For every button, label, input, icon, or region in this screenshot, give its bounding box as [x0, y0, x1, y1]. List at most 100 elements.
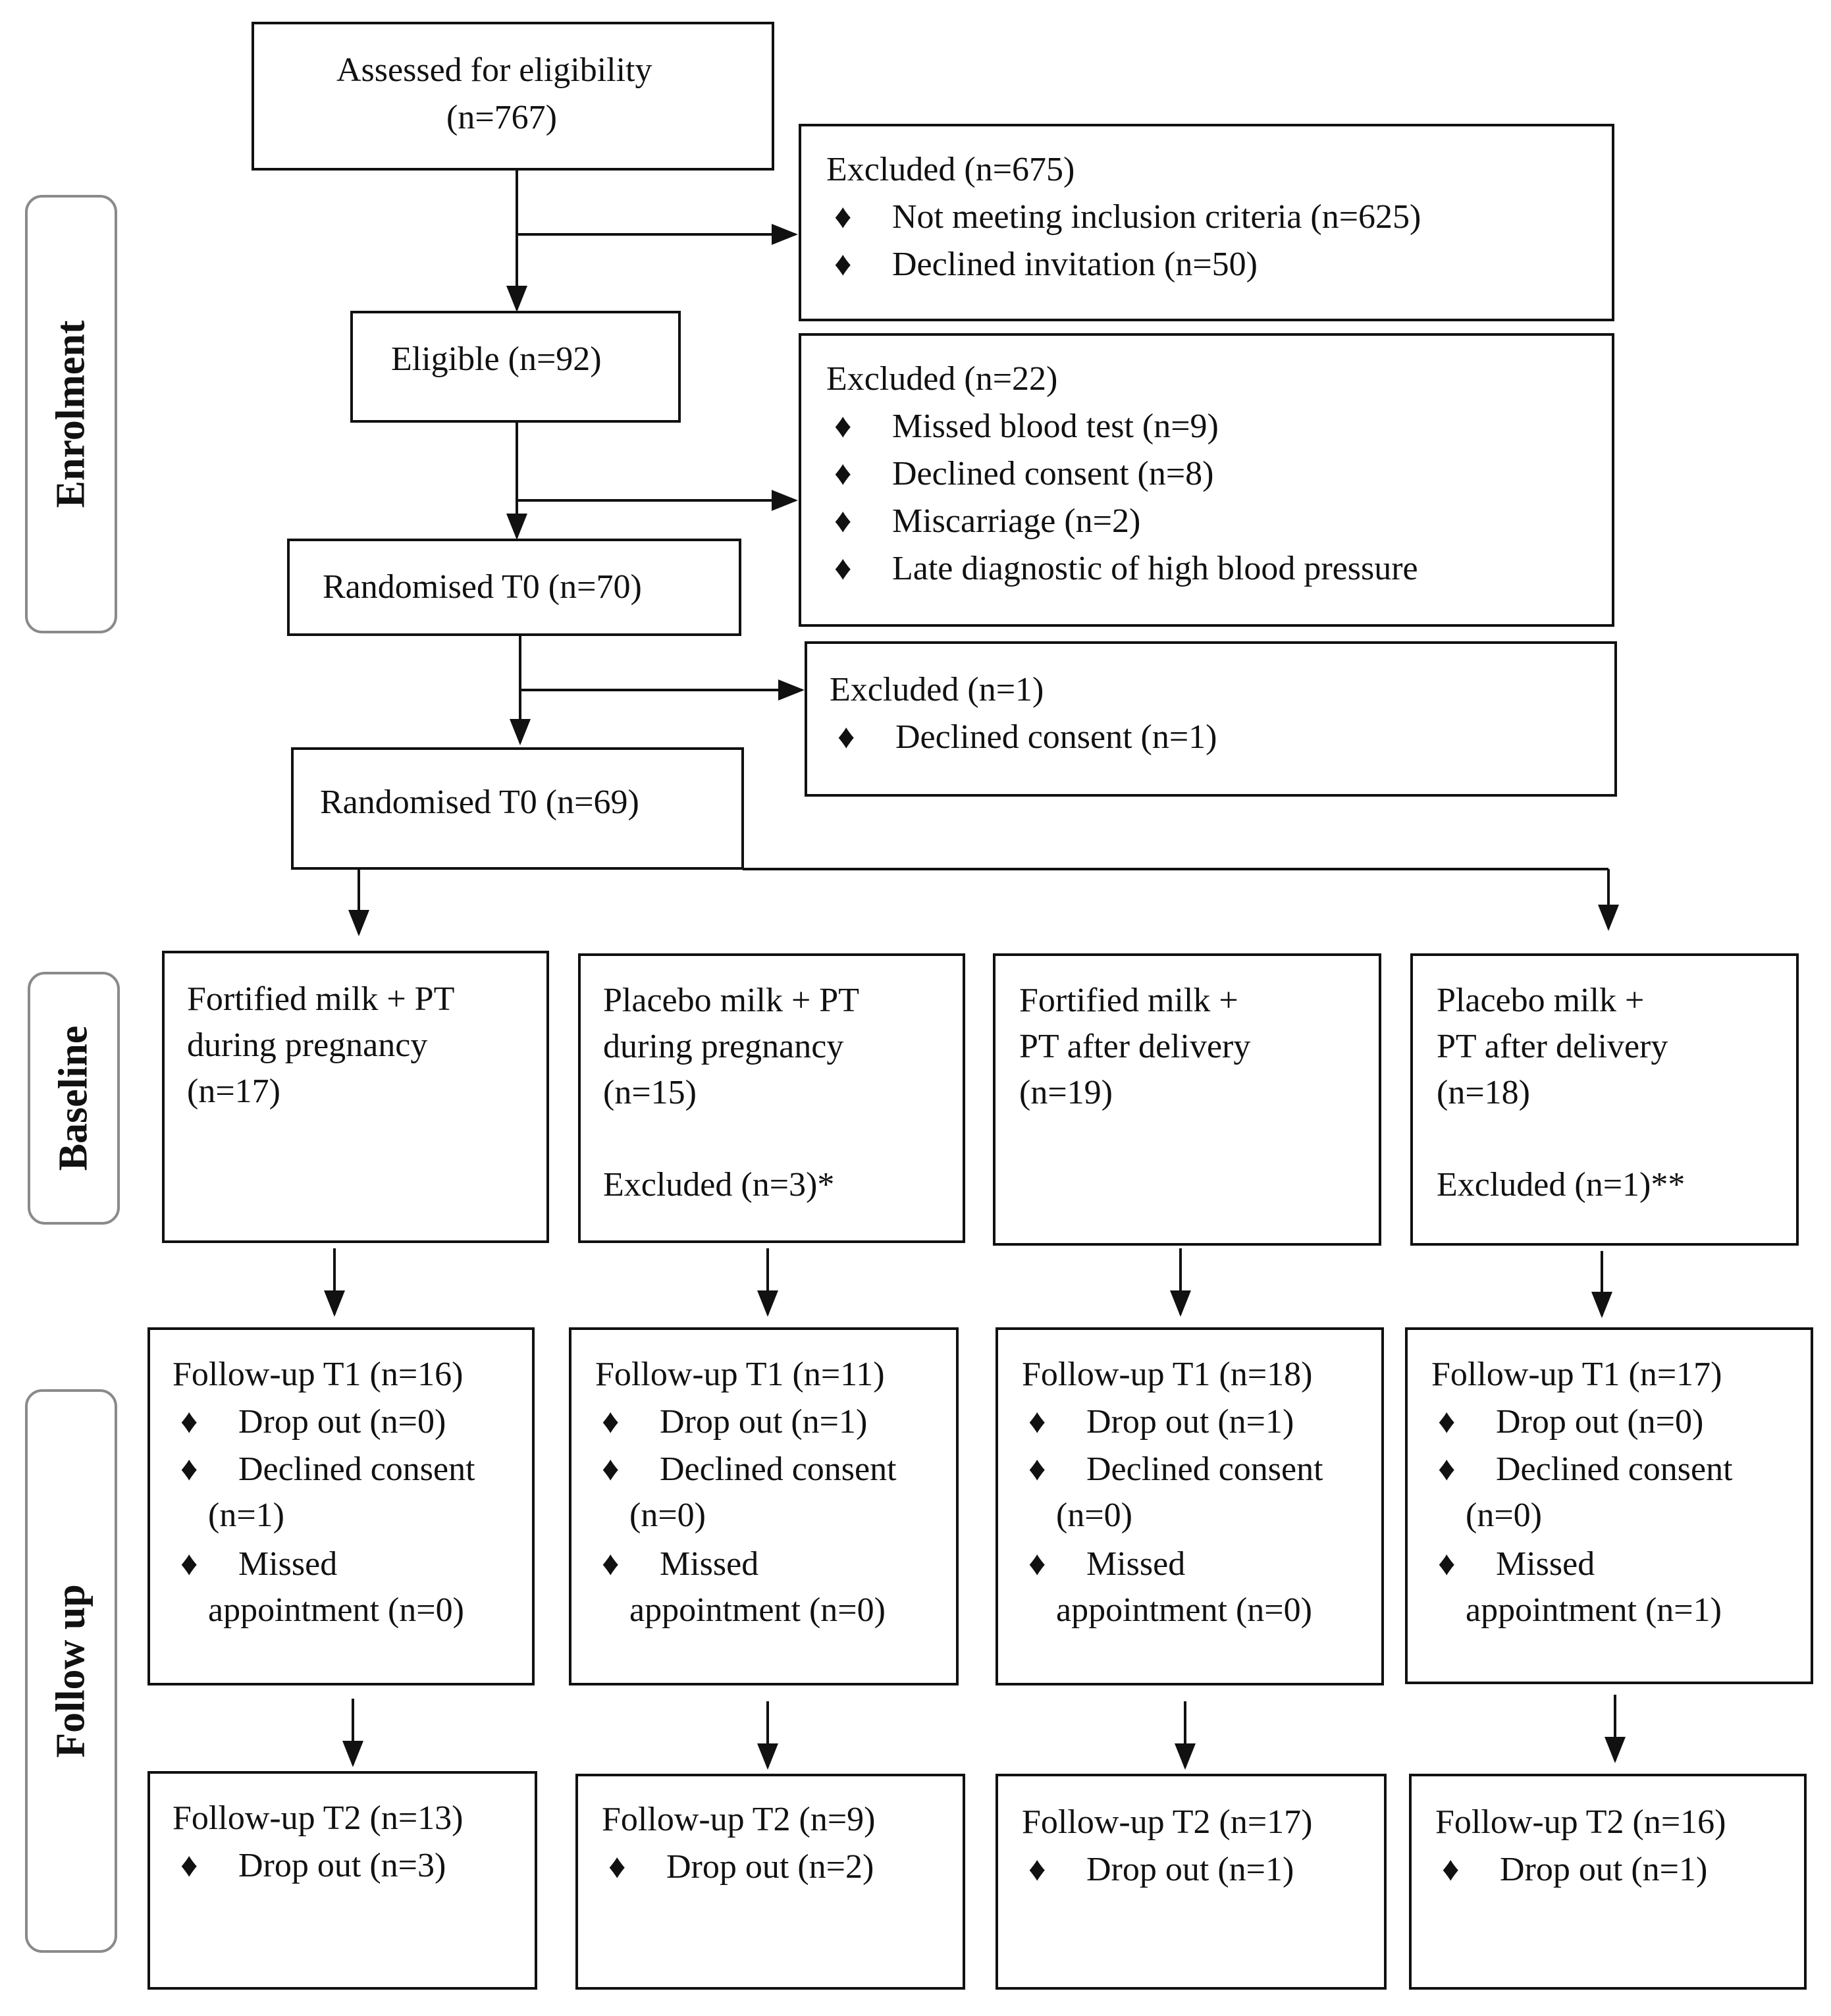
arm2-t1-dropout-text: Drop out (n=1) [660, 1403, 868, 1441]
arm3-t1-dropout-text: Drop out (n=1) [1086, 1403, 1294, 1441]
excluded1-item: ♦ Not meeting inclusion criteria (n=625) [834, 198, 1421, 237]
arm1-t1-missed-text: Missed [238, 1545, 338, 1583]
arm1-t1-box: Follow-up T1 (n=16) ♦Drop out (n=0) ♦Dec… [147, 1327, 535, 1685]
arm3-t1-declined-n: (n=0) [1056, 1497, 1132, 1534]
arm2-t2-dropout-text: Drop out (n=2) [666, 1848, 874, 1886]
bullet-icon: ♦ [1028, 1450, 1046, 1488]
arm1-t1-missed: ♦Missed [180, 1545, 337, 1584]
bullet-icon: ♦ [834, 408, 852, 445]
assessed-count: (n=767) [446, 99, 557, 136]
arm4-t2-dropout: ♦ Drop out (n=1) [1442, 1850, 1707, 1890]
arm1-t1-dropout: ♦Drop out (n=0) [180, 1402, 446, 1442]
bullet-icon: ♦ [834, 198, 852, 236]
randomised2-label: Randomised T0 (n=69) [320, 783, 639, 821]
arm3-t2-dropout-text: Drop out (n=1) [1086, 1851, 1294, 1888]
eligible-box: Eligible (n=92) [350, 311, 681, 423]
bullet-icon: ♦ [834, 246, 852, 283]
bullet-icon: ♦ [1028, 1545, 1046, 1583]
arm2-t1-declined-n: (n=0) [629, 1497, 706, 1534]
excluded3-box: Excluded (n=1) ♦Declined consent (n=1) [805, 641, 1617, 797]
arm4-t2-dropout-text: Drop out (n=1) [1500, 1851, 1708, 1888]
excluded1-title: Excluded (n=675) [826, 151, 1075, 188]
bullet-icon: ♦ [834, 502, 852, 540]
excluded2-item-text: Missed blood test (n=9) [892, 408, 1219, 445]
arm2-t1-dropout: ♦ Drop out (n=1) [602, 1402, 867, 1442]
arm3-t1-missed: ♦ Missed [1028, 1545, 1185, 1584]
randomised2-box: Randomised T0 (n=69) [291, 747, 744, 870]
excluded2-item-text: Late diagnostic of high blood pressure [892, 550, 1418, 587]
arm1-t2-dropout-text: Drop out (n=3) [238, 1847, 446, 1884]
randomised1-box: Randomised T0 (n=70) [287, 539, 741, 636]
arm3-baseline-line1: Fortified milk + [1019, 982, 1238, 1019]
arm1-t2-box: Follow-up T2 (n=13) ♦ Drop out (n=3) [147, 1771, 537, 1990]
arm3-t1-missed-n: appointment (n=0) [1056, 1591, 1312, 1629]
arm1-t2-title: Follow-up T2 (n=13) [172, 1799, 464, 1837]
arm1-baseline-box: Fortified milk + PT during pregnancy (n=… [162, 951, 549, 1243]
excluded1-item-text: Declined invitation (n=50) [892, 246, 1258, 283]
arm2-t1-missed-text: Missed [660, 1545, 759, 1583]
arm1-baseline-line1: Fortified milk + PT [187, 980, 455, 1018]
arm4-t1-declined-text: Declined consent [1496, 1450, 1733, 1488]
excluded2-box: Excluded (n=22) ♦ Missed blood test (n=9)… [799, 333, 1614, 627]
arm2-t2-title: Follow-up T2 (n=9) [602, 1801, 876, 1838]
arm3-baseline-line3: (n=19) [1019, 1074, 1113, 1111]
bullet-icon: ♦ [1438, 1545, 1456, 1583]
excluded2-item-text: Miscarriage (n=2) [892, 502, 1141, 540]
arm2-baseline-excluded: Excluded (n=3)* [603, 1166, 835, 1204]
arm3-t2-title: Follow-up T2 (n=17) [1022, 1803, 1313, 1841]
excluded2-title: Excluded (n=22) [826, 360, 1058, 398]
arm1-t2-dropout: ♦ Drop out (n=3) [180, 1846, 446, 1886]
bullet-icon: ♦ [834, 550, 852, 587]
bullet-icon: ♦ [602, 1545, 620, 1583]
arm1-t1-dropout-text: Drop out (n=0) [238, 1403, 446, 1441]
stage-followup: Follow up [25, 1389, 117, 1953]
arm4-t1-declined: ♦Declined consent [1438, 1450, 1733, 1489]
bullet-icon: ♦ [837, 718, 855, 756]
arm4-baseline-line3: (n=18) [1437, 1074, 1530, 1111]
assessed-label: Assessed for eligibility [336, 51, 652, 89]
bullet-icon: ♦ [608, 1848, 626, 1886]
arm3-t1-declined-text: Declined consent [1086, 1450, 1323, 1488]
arm2-baseline-line1: Placebo milk + PT [603, 982, 859, 1019]
arm3-t1-missed-text: Missed [1086, 1545, 1186, 1583]
arm4-baseline-box: Placebo milk + PT after delivery (n=18) … [1410, 953, 1799, 1246]
bullet-icon: ♦ [1442, 1851, 1460, 1888]
excluded2-item: ♦ Miscarriage (n=2) [834, 502, 1140, 541]
arm4-t1-missed: ♦Missed [1438, 1545, 1595, 1584]
arm2-t1-box: Follow-up T1 (n=11) ♦Drop out (n=1) ♦Dec… [569, 1327, 959, 1685]
bullet-icon: ♦ [834, 455, 852, 492]
arm4-baseline-line2: PT after delivery [1437, 1028, 1668, 1065]
excluded3-title: Excluded (n=1) [830, 671, 1044, 708]
arm2-t1-title: Follow-up T1 (n=11) [595, 1356, 885, 1393]
stage-enrolment: Enrolment [25, 195, 117, 633]
eligible-label: Eligible (n=92) [391, 340, 602, 378]
bullet-icon: ♦ [180, 1450, 198, 1488]
bullet-icon: ♦ [602, 1450, 620, 1488]
arm2-t1-missed: ♦ Missed [602, 1545, 758, 1584]
excluded2-item: ♦ Missed blood test (n=9) [834, 407, 1219, 446]
arm1-t1-declined-text: Declined consent [238, 1450, 475, 1488]
arm4-t1-title: Follow-up T1 (n=17) [1431, 1356, 1722, 1393]
excluded3-item: ♦Declined consent (n=1) [837, 718, 1217, 757]
excluded2-item: ♦ Declined consent (n=8) [834, 454, 1214, 494]
arm2-t2-dropout: ♦ Drop out (n=2) [608, 1847, 874, 1887]
arm3-baseline-line2: PT after delivery [1019, 1028, 1251, 1065]
arm3-t1-box: Follow-up T1 (n=18) ♦ Drop out (n=1) ♦ Dec… [995, 1327, 1384, 1685]
excluded2-item-text: Declined consent (n=8) [892, 455, 1214, 492]
arm3-t1-title: Follow-up T1 (n=18) [1022, 1356, 1313, 1393]
bullet-icon: ♦ [180, 1847, 198, 1884]
arm1-baseline-line2: during pregnancy [187, 1026, 428, 1064]
arm4-baseline-line1: Placebo milk + [1437, 982, 1645, 1019]
excluded1-item-text: Not meeting inclusion criteria (n=625) [892, 198, 1421, 236]
arm2-t2-box: Follow-up T2 (n=9) ♦ Drop out (n=2) [575, 1774, 965, 1990]
randomised1-label: Randomised T0 (n=70) [323, 568, 642, 606]
arm3-t2-box: Follow-up T2 (n=17) ♦ Drop out (n=1) [995, 1774, 1387, 1990]
bullet-icon: ♦ [1028, 1851, 1046, 1888]
stage-baseline: Baseline [28, 972, 120, 1225]
arm3-t2-dropout: ♦ Drop out (n=1) [1028, 1850, 1294, 1890]
arm1-t1-missed-n: appointment (n=0) [208, 1591, 464, 1629]
bullet-icon: ♦ [602, 1403, 620, 1441]
arm1-t1-declined: ♦ Declined consent [180, 1450, 475, 1489]
arm2-baseline-line2: during pregnancy [603, 1028, 844, 1065]
